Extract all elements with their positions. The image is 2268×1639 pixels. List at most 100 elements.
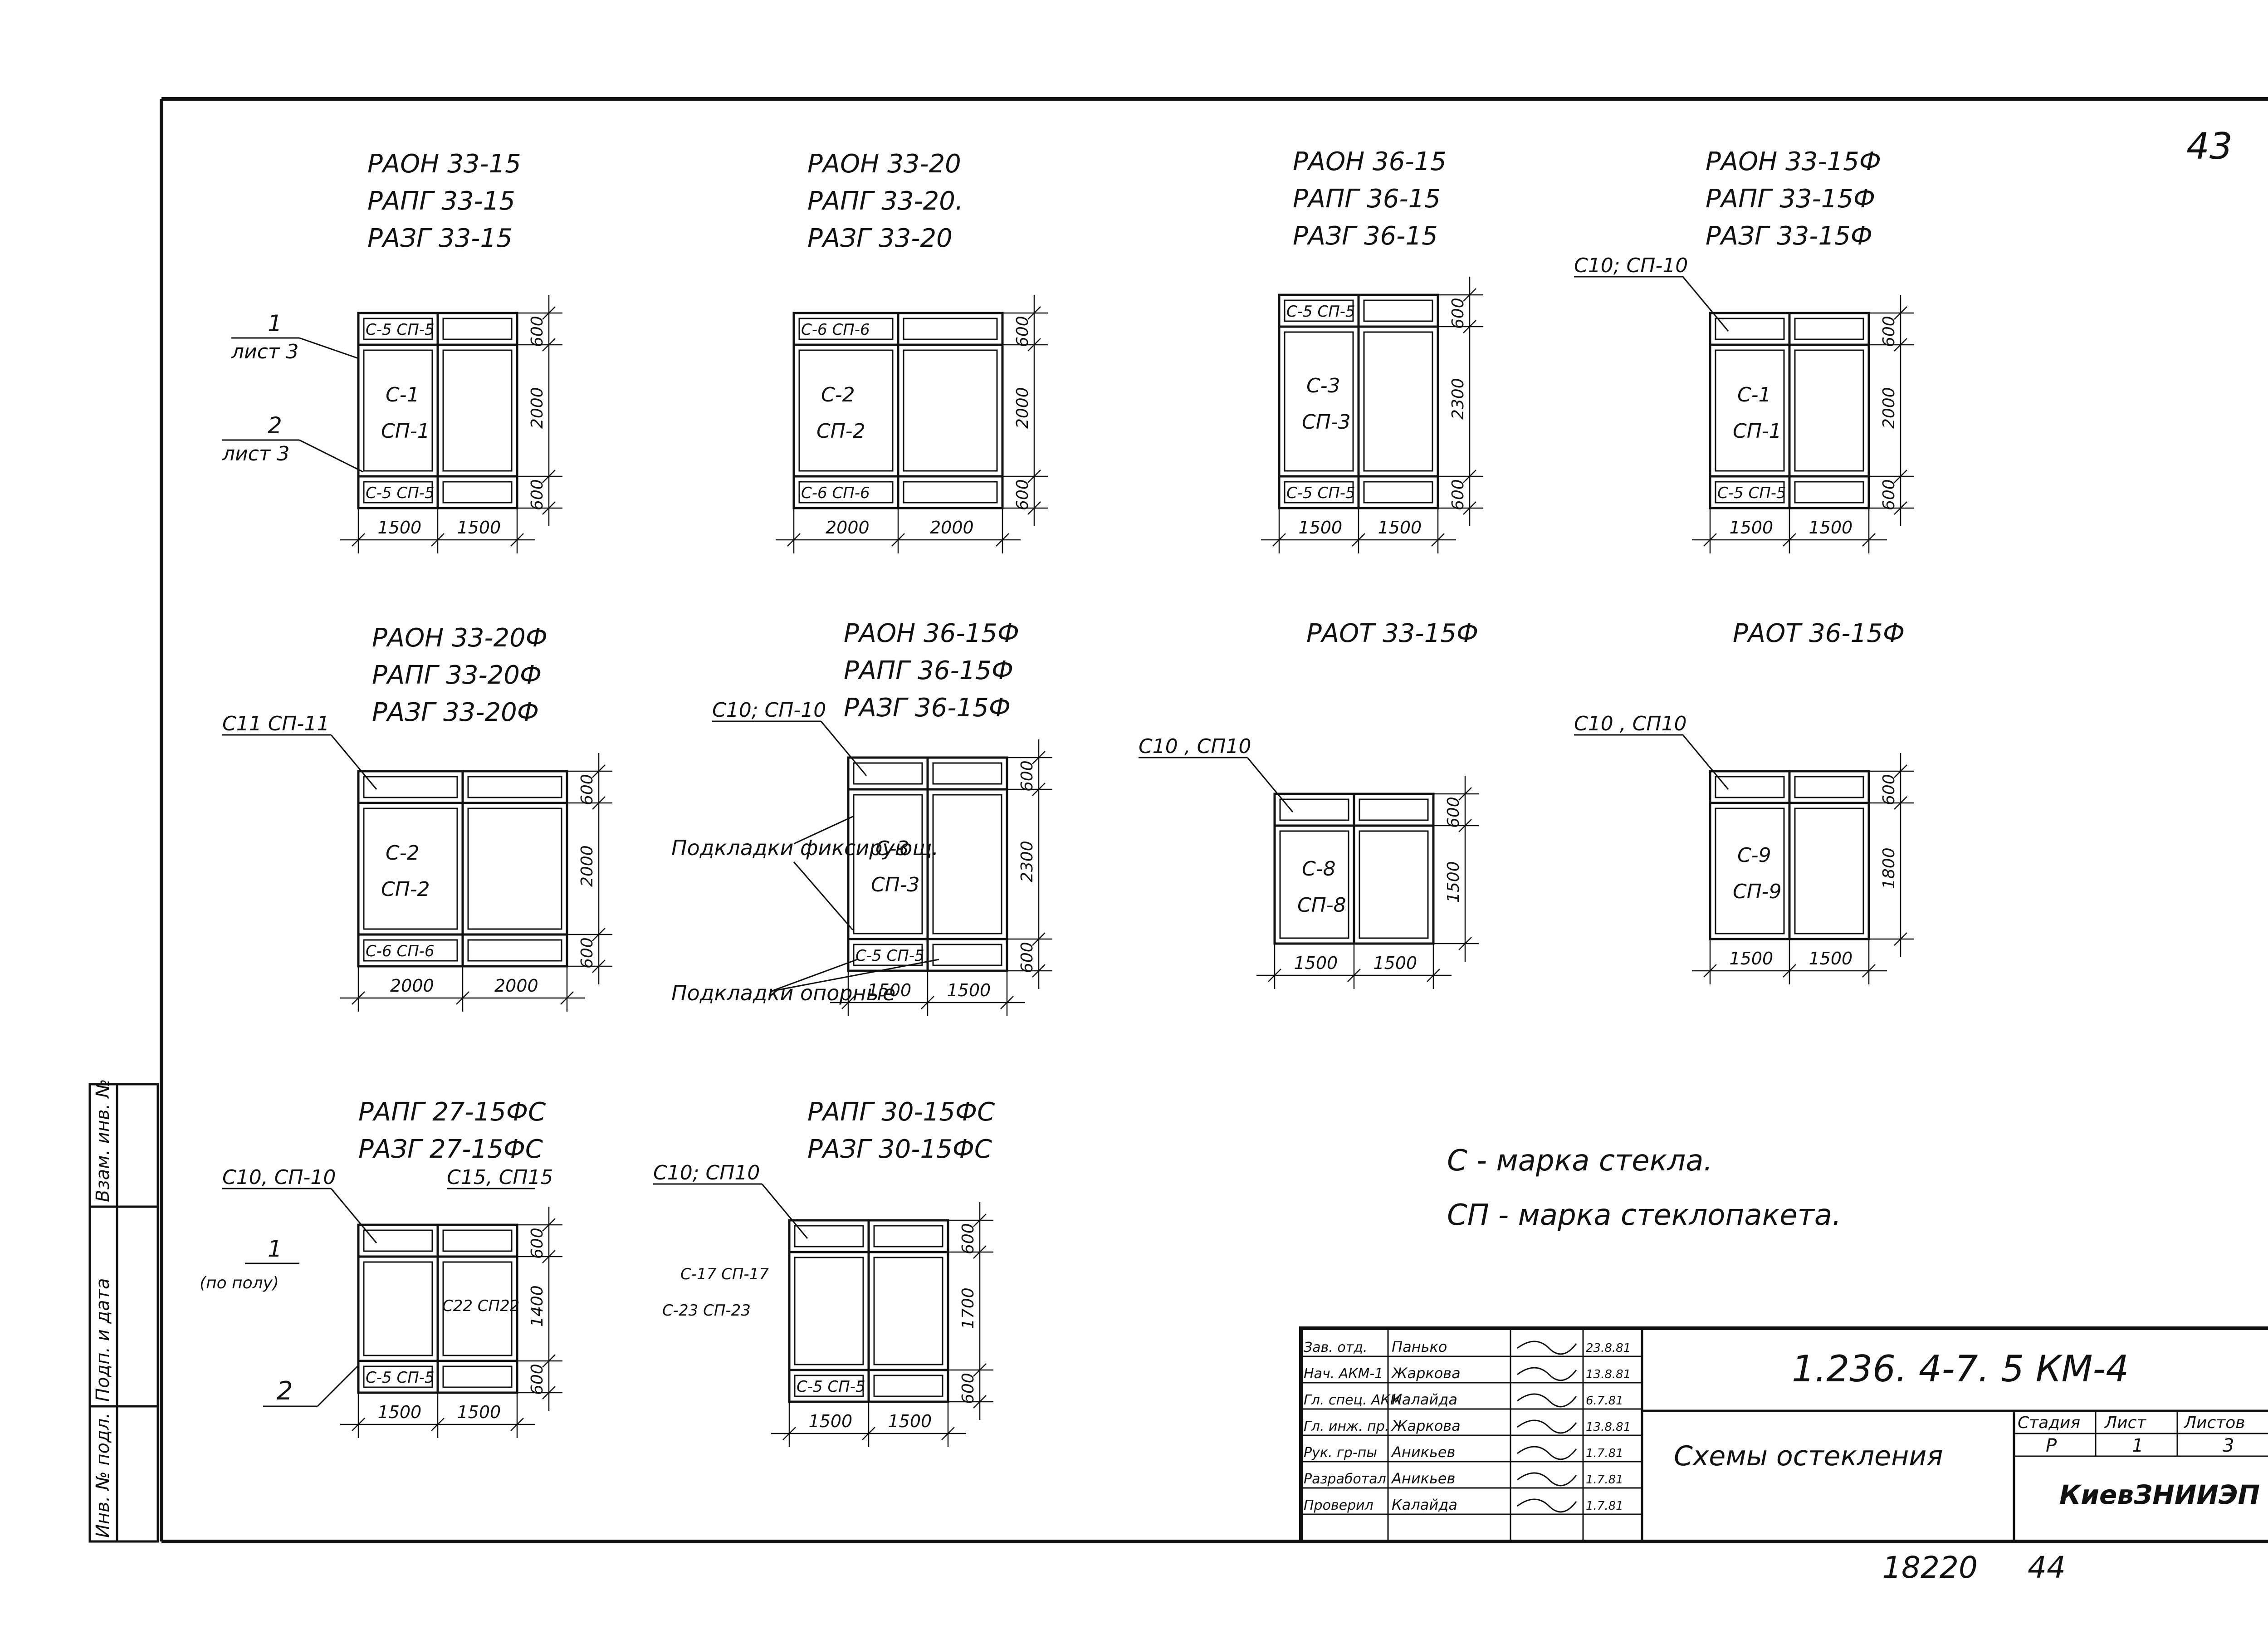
sheet-title: Схемы остекления: [1674, 1440, 1943, 1472]
width-dimension: 1500: [1730, 949, 1774, 969]
glass-pane: [363, 1261, 433, 1356]
unit-mark: СП-8: [1297, 894, 1346, 917]
stamp-name: Аникьев: [1391, 1443, 1455, 1461]
glass-pane: [1284, 299, 1354, 322]
stamp-role: Рук. гр-пы: [1304, 1445, 1377, 1461]
scheme-title: РАЗГ 33-15Ф: [1706, 221, 1872, 251]
stamp-date: 1.7.81: [1586, 1447, 1623, 1460]
scheme-title: РАПГ 36-15: [1293, 184, 1441, 214]
stamp-role: Гл. инж. пр.: [1304, 1419, 1389, 1434]
height-dimension: 600: [1880, 774, 1898, 805]
height-dimension: 600: [1444, 797, 1463, 828]
doc-code: 1.236. 4-7. 5 КМ-4: [1792, 1348, 2129, 1390]
height-dimension: 600: [578, 774, 596, 805]
scheme-title: РАПГ 36-15Ф: [844, 656, 1013, 685]
width-dimension: 1500: [1378, 518, 1422, 538]
width-dimension: 1500: [378, 1402, 422, 1422]
glass-pane: [442, 318, 513, 340]
glass-pane: [467, 807, 562, 930]
height-dimension: 600: [1449, 479, 1467, 510]
unit-mark: СП-1: [381, 420, 430, 443]
glass-pane: [794, 1375, 864, 1397]
glass-pane: [1359, 830, 1429, 939]
stamp-signature: [1517, 1498, 1577, 1513]
bottom-pane-label: С-5 СП-5: [797, 1378, 865, 1396]
height-dimension: 2000: [1013, 387, 1032, 429]
stamp-signature: [1517, 1472, 1577, 1487]
glass-pane: [873, 1225, 943, 1248]
inventory-number: 18220: [1882, 1550, 1978, 1585]
scheme-title: РАПГ 27-15ФС: [358, 1097, 546, 1127]
width-dimension: 2000: [390, 976, 434, 996]
height-dimension: 2000: [528, 387, 547, 429]
glass-pane: [873, 1257, 943, 1365]
height-dimension: 600: [528, 479, 547, 510]
height-dimension: 600: [528, 1228, 547, 1259]
stamp-name: Панько: [1392, 1338, 1447, 1355]
glass-pane: [363, 349, 433, 472]
height-dimension: 600: [528, 316, 547, 347]
width-dimension: 1500: [1374, 953, 1418, 973]
scheme-title: РАЗГ 33-20: [807, 224, 953, 253]
glass-pane: [932, 762, 1002, 785]
callout-label: С10 , СП10: [1574, 712, 1686, 735]
scheme-title: РАЗГ 36-15: [1293, 221, 1438, 251]
glass-mark: С-3: [875, 837, 909, 860]
support-pads-label: Подкладки опорные: [671, 981, 895, 1005]
stamp-date: 23.8.81: [1586, 1341, 1631, 1355]
stamp-signature: [1517, 1419, 1577, 1434]
top-pane-label: С-5 СП-5: [1286, 303, 1355, 321]
scheme-title: РАОН 33-15: [367, 149, 521, 179]
width-dimension: 1500: [1809, 518, 1853, 538]
glass-pane: [794, 1257, 864, 1365]
scheme-title: РАОН 33-20: [807, 149, 961, 179]
glass-pane: [1363, 331, 1433, 472]
unit-mark: СП-3: [871, 873, 920, 896]
glass-pane: [903, 318, 998, 340]
sheet-frame: [160, 97, 2268, 1543]
stamp-name: Калайда: [1392, 1391, 1457, 1408]
scheme-title: РАЗГ 36-15Ф: [844, 693, 1011, 723]
stamp-role: Гл. спец. АКМ: [1304, 1392, 1402, 1408]
scheme-title: РАЗГ 30-15ФС: [807, 1135, 992, 1164]
stamp-role: Нач. АКМ-1: [1304, 1366, 1383, 1382]
bottom-pane-label: С-5 СП-5: [1717, 484, 1786, 502]
sub-pane-label: С-17 СП-17: [680, 1265, 769, 1283]
glass-pane: [1794, 807, 1864, 934]
glass-mark: С-2: [821, 383, 855, 406]
stamp-date: 6.7.81: [1586, 1394, 1623, 1408]
note-ref-number: 1: [268, 310, 282, 337]
glass-pane: [932, 794, 1002, 934]
unit-mark: СП-2: [816, 420, 865, 443]
glass-pane: [1715, 481, 1785, 504]
scheme-title: РАПГ 33-20.: [807, 186, 963, 216]
glass-pane: [1284, 481, 1354, 504]
width-dimension: 1500: [947, 980, 991, 1000]
glass-pane: [363, 807, 458, 930]
height-dimension: 1800: [1880, 847, 1898, 889]
height-dimension: 600: [1018, 942, 1036, 973]
width-dimension: 1500: [457, 1402, 501, 1422]
glass-pane: [1794, 776, 1864, 798]
top-pane-label: С-5 СП-5: [366, 321, 435, 339]
height-dimension: 1500: [1444, 861, 1463, 903]
inner-pane-label: С22 СП22: [442, 1297, 519, 1315]
stamp-date: 13.8.81: [1586, 1420, 1631, 1434]
floor-ref-text: (по полу): [200, 1274, 279, 1292]
scheme-title: РАОН 33-20Ф: [372, 623, 547, 653]
height-dimension: 600: [1013, 479, 1032, 510]
glass-pane: [903, 481, 998, 504]
width-dimension: 1500: [1730, 518, 1774, 538]
height-dimension: 2000: [1880, 387, 1898, 429]
glass-pane: [798, 349, 894, 472]
stamp-role: Проверил: [1304, 1497, 1374, 1513]
glass-pane: [442, 1261, 513, 1356]
glass-mark: С-2: [386, 842, 420, 865]
